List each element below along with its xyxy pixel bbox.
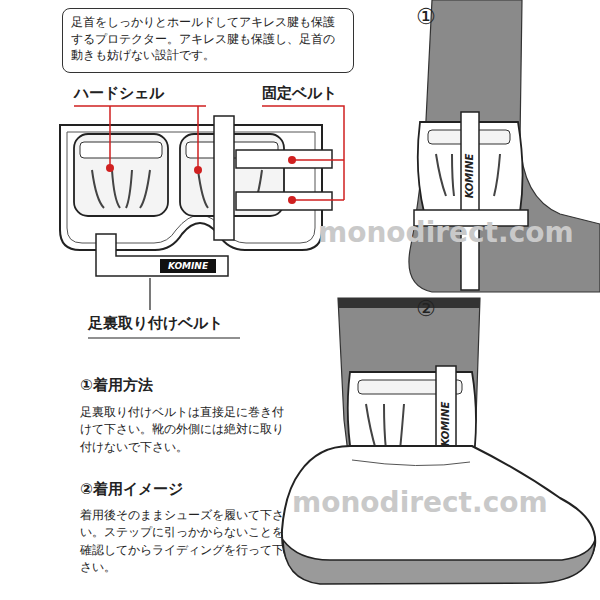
section-heading: ①着用方法 xyxy=(80,376,153,394)
leg-illustration-2 xyxy=(282,298,595,584)
shoe-seam xyxy=(352,460,470,466)
vertical-strap xyxy=(214,116,234,240)
shell-ribs xyxy=(366,404,404,450)
shell-band xyxy=(80,142,162,158)
callout-number: ① xyxy=(416,4,436,30)
leader-line xyxy=(88,278,240,338)
leg xyxy=(338,298,480,470)
brand-mark: KOMINE xyxy=(168,261,208,272)
sole-strap xyxy=(96,234,228,276)
instruction-text: 着用後そのままシューズを履いて下さい。ステップに引っかからないことを確認してから… xyxy=(80,507,290,577)
leader-dot xyxy=(288,196,296,204)
part-name: ハードシェル xyxy=(74,84,164,102)
leader-dot xyxy=(106,164,114,172)
note-box: 足首をしっかりとホールドしてアキレス腱も保護するプロテクター。アキレス腱も保護し… xyxy=(62,8,354,73)
brand-tag xyxy=(160,259,216,273)
hard-shell xyxy=(74,134,168,216)
pad-outline xyxy=(60,125,322,250)
leader-line xyxy=(74,106,344,200)
callout-number: ② xyxy=(416,296,436,322)
sock-top xyxy=(338,298,480,308)
watermark: monodirect.com xyxy=(318,216,574,250)
leader-dot xyxy=(194,166,202,174)
protector-flat xyxy=(60,106,344,338)
fixing-belt xyxy=(236,150,332,168)
strap xyxy=(461,112,479,290)
pad-inner xyxy=(67,132,315,243)
note-text: 足首をしっかりとホールドしてアキレス腱も保護するプロテクター。アキレス腱も保護し… xyxy=(71,14,345,64)
fixing-belt xyxy=(236,192,332,210)
watermark: monodirect.com xyxy=(292,486,548,520)
part-name: 足裏取り付けベルト xyxy=(88,314,223,332)
part-name: 固定ベルト xyxy=(262,84,337,102)
brand-mark: KOMINE xyxy=(440,402,452,446)
brand-mark: KOMINE xyxy=(464,154,476,198)
section-heading: ②着用イメージ xyxy=(80,480,183,498)
leader-dot xyxy=(288,156,296,164)
shoe-sole xyxy=(283,540,595,584)
instruction-text: 足裏取り付けベルトは直接足に巻き付けて下さい。靴の外側には絶対に取り付けないで下… xyxy=(80,404,290,456)
